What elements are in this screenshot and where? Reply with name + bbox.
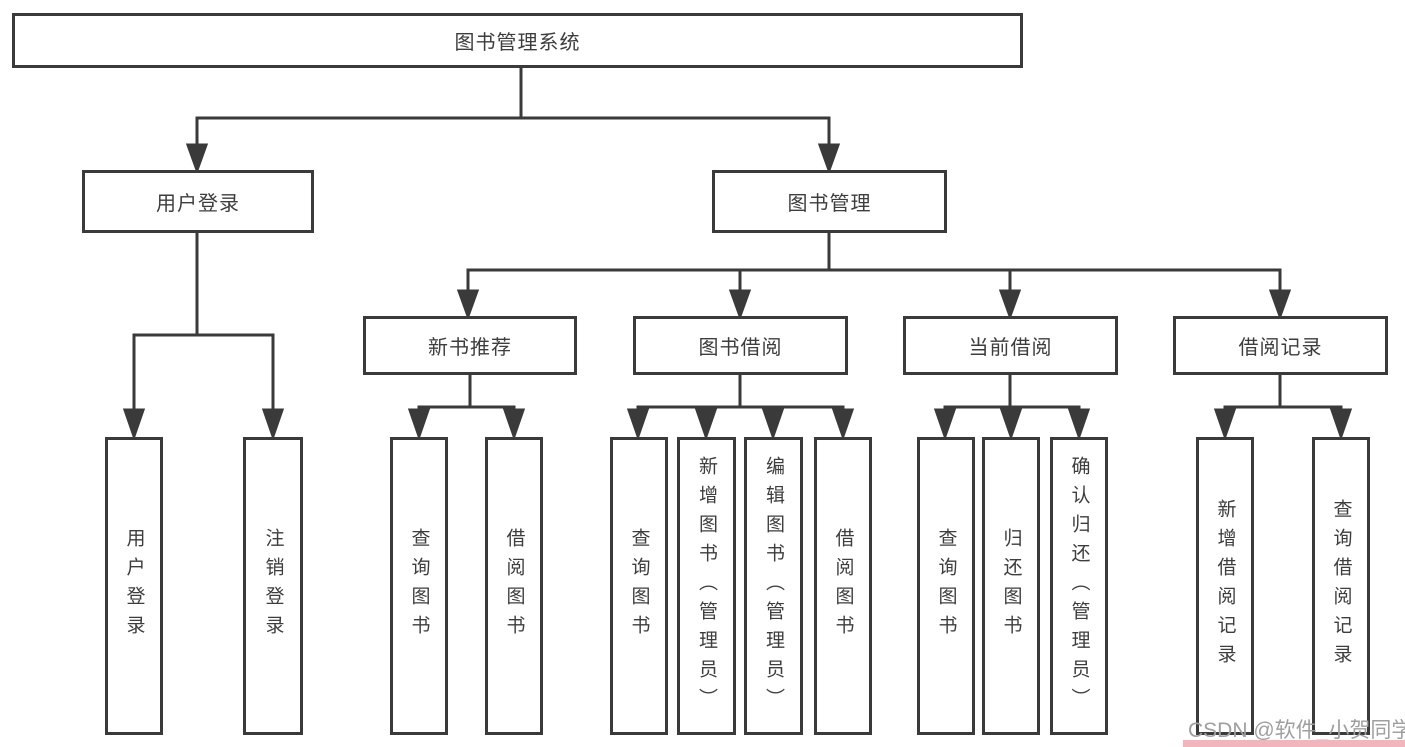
leaf-add-book-admin: 新增图书（管理员） [677,437,736,735]
leaf-add-book-admin-label: 新增图书（管理员） [696,455,717,717]
leaf-borrow-books-recommend-label: 借阅图书 [503,528,525,644]
node-current-borrow: 当前借阅 [903,316,1118,375]
watermark-text: CSDN @软件_小贺同学 [1188,719,1405,742]
node-borrow-records: 借阅记录 [1173,316,1388,375]
leaf-return-book-label: 归还图书 [1000,528,1022,644]
node-new-book-recommend: 新书推荐 [363,316,577,375]
leaf-edit-book-admin-label: 编辑图书（管理员） [763,455,784,717]
node-borrow-records-label: 借阅记录 [1238,337,1323,359]
node-root-label: 图书管理系统 [454,32,581,54]
node-new-book-recommend-label: 新书推荐 [428,337,512,359]
leaf-borrow-books-borrow: 借阅图书 [814,437,872,735]
leaf-confirm-return-admin: 确认归还（管理员） [1050,437,1108,735]
leaf-edit-book-admin: 编辑图书（管理员） [744,437,803,735]
leaf-query-books-recommend-label: 查询图书 [408,528,430,644]
leaf-return-book: 归还图书 [982,437,1040,735]
leaf-query-borrow-record: 查询借阅记录 [1312,437,1370,735]
leaf-query-books-current-label: 查询图书 [935,528,957,644]
leaf-logout-label: 注销登录 [262,528,284,644]
watermark-strip [1183,740,1405,747]
node-root: 图书管理系统 [12,13,1023,68]
leaf-user-login-label: 用户登录 [123,528,145,644]
node-user-login-label: 用户登录 [156,193,240,215]
node-current-borrow-label: 当前借阅 [968,337,1053,359]
leaf-user-login: 用户登录 [105,437,163,735]
leaf-borrow-books-borrow-label: 借阅图书 [832,528,854,644]
leaf-query-books-borrow-label: 查询图书 [628,528,650,644]
leaf-query-books-recommend: 查询图书 [390,437,448,735]
node-user-login: 用户登录 [82,170,314,233]
node-book-borrow-label: 图书借阅 [698,337,783,359]
leaf-confirm-return-admin-label: 确认归还（管理员） [1068,455,1090,717]
node-book-borrow: 图书借阅 [633,316,848,375]
leaf-add-borrow-record-label: 新增借阅记录 [1214,499,1236,673]
node-book-management-label: 图书管理 [787,193,872,215]
leaf-query-books-current: 查询图书 [917,437,975,735]
leaf-add-borrow-record: 新增借阅记录 [1196,437,1254,735]
leaf-query-books-borrow: 查询图书 [610,437,668,735]
leaf-borrow-books-recommend: 借阅图书 [485,437,543,735]
leaf-query-borrow-record-label: 查询借阅记录 [1330,499,1352,673]
leaf-logout: 注销登录 [243,437,303,735]
node-book-management: 图书管理 [712,170,947,233]
